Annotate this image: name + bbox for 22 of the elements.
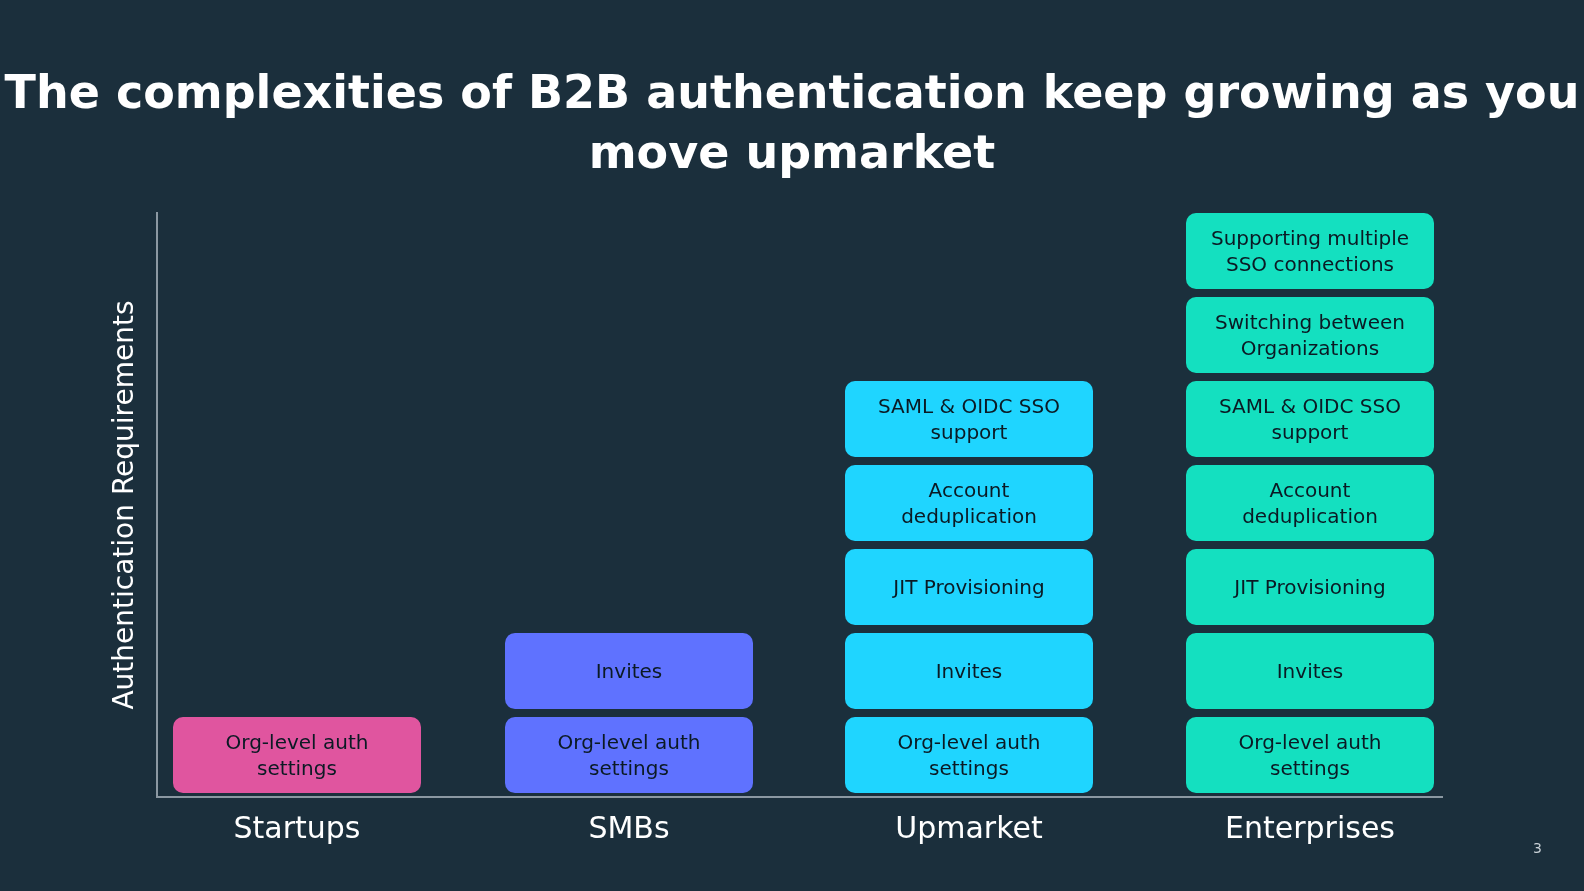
requirement-block: JIT Provisioning — [1186, 549, 1434, 625]
requirement-block: Invites — [505, 633, 753, 709]
slide-title: The complexities of B2B authentication keep growing as you move upmarket — [3, 64, 1581, 181]
column-label: Startups — [233, 809, 361, 845]
requirement-block: Switching between Organizations — [1186, 297, 1434, 373]
requirement-block: Supporting multiple SSO connections — [1186, 213, 1434, 289]
requirement-block: Org-level auth settings — [173, 717, 421, 793]
axis-label: Authentication Requirements — [106, 300, 140, 710]
requirement-block: Org-level auth settings — [845, 717, 1093, 793]
requirement-block: SAML & OIDC SSO support — [1186, 381, 1434, 457]
requirement-block: Invites — [1186, 633, 1434, 709]
requirement-block: Account deduplication — [845, 465, 1093, 541]
column-label: Enterprises — [1225, 809, 1395, 845]
requirement-block: Org-level auth settings — [505, 717, 753, 793]
requirement-block: JIT Provisioning — [845, 549, 1093, 625]
page-number: 3 — [1533, 840, 1542, 856]
requirement-block: Account deduplication — [1186, 465, 1434, 541]
column-label: SMBs — [588, 809, 670, 845]
requirement-block: SAML & OIDC SSO support — [845, 381, 1093, 457]
requirement-block: Invites — [845, 633, 1093, 709]
requirement-block: Org-level auth settings — [1186, 717, 1434, 793]
column-label: Upmarket — [895, 809, 1043, 845]
